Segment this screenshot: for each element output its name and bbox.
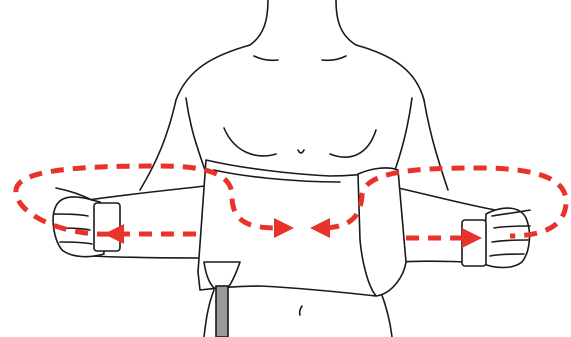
arm-left-upper — [140, 100, 176, 190]
sternum — [298, 150, 304, 153]
collarbone-left — [254, 56, 278, 60]
chest-right — [330, 130, 376, 157]
belt — [88, 160, 506, 296]
armpit-right — [395, 98, 412, 170]
shoulder-right — [356, 45, 424, 100]
belt-tab-left — [94, 203, 120, 251]
arm-right-upper — [424, 100, 448, 190]
neck-left — [250, 0, 268, 45]
navel — [300, 306, 302, 315]
neck-right — [336, 0, 356, 45]
drain-tube — [204, 262, 240, 337]
hip-right — [380, 290, 392, 337]
hip-left — [204, 290, 214, 337]
collarbone-right — [322, 56, 346, 60]
armpit-left — [186, 98, 205, 170]
chest-left — [224, 128, 276, 156]
hand-right-palm — [484, 208, 529, 267]
tube — [216, 286, 228, 337]
shoulder-left — [176, 45, 250, 100]
